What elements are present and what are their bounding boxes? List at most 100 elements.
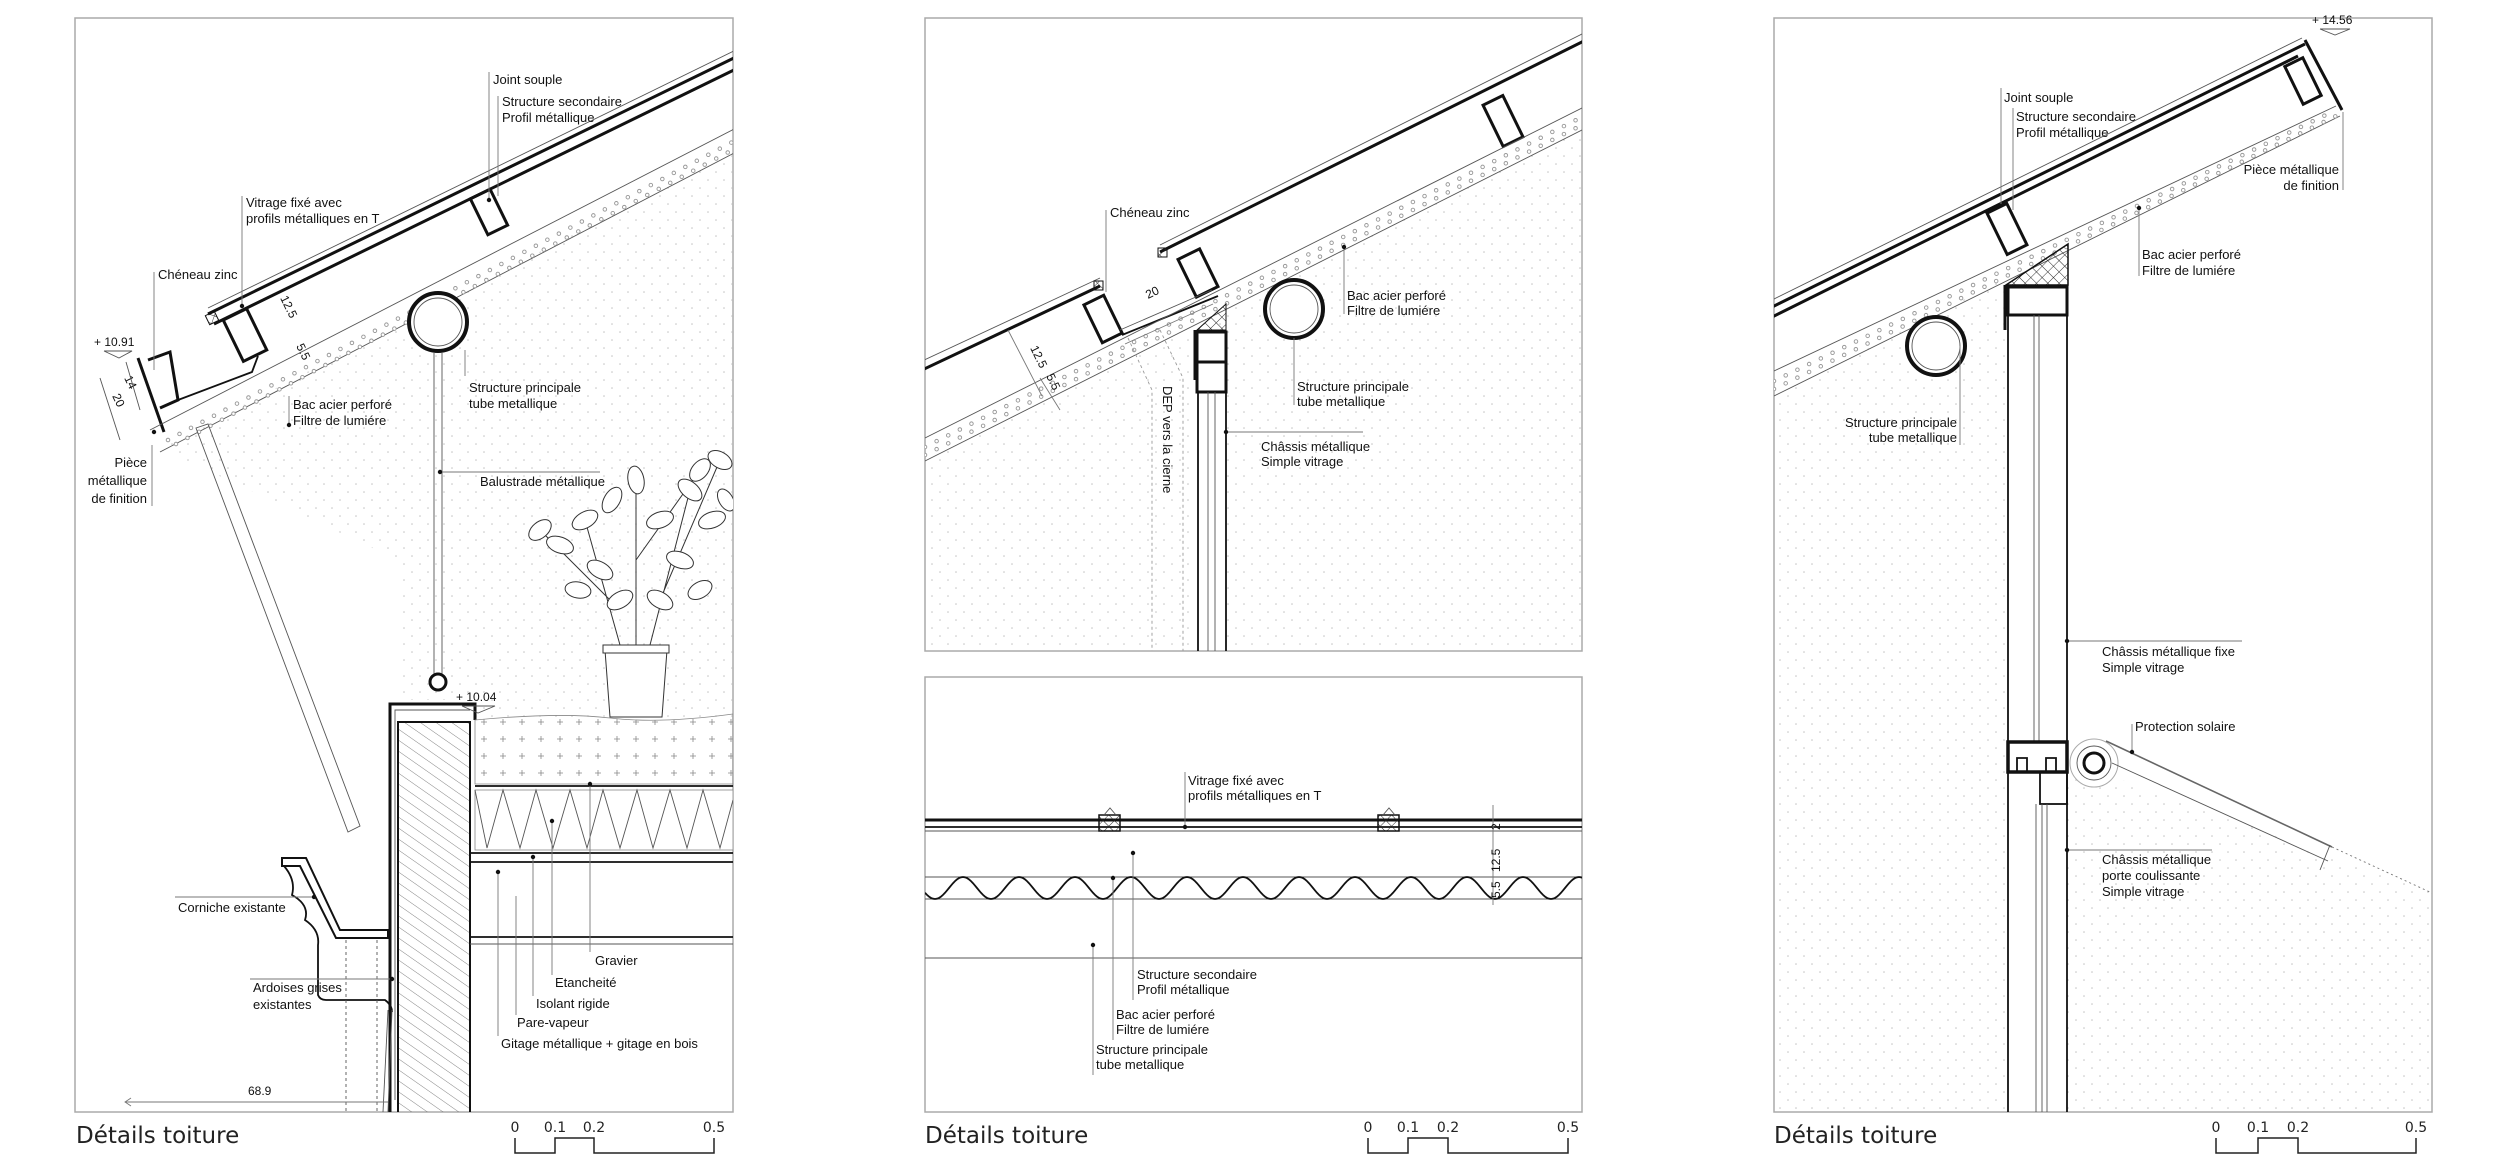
label-chassis-fixe: Châssis métallique fixe	[2102, 644, 2235, 659]
perforated-steel-band	[165, 139, 733, 443]
label-vitrage: Vitrage fixé avec	[1188, 773, 1284, 788]
elevation-marker: + 10.04	[456, 690, 497, 704]
existing-slates	[382, 1009, 389, 1112]
secondary-structure-profile	[468, 187, 510, 237]
insulation-wedge	[2003, 242, 2069, 286]
cornice-flashing	[281, 857, 389, 939]
label-corniche: Corniche existante	[178, 900, 286, 915]
dimension: 5.5	[1489, 881, 1503, 898]
finishing-piece	[2303, 39, 2344, 111]
label-piece-metallique: métallique	[88, 473, 147, 488]
dimension: 12.5	[1489, 848, 1503, 872]
label-bac-acier: Bac acier perforé	[2142, 247, 2241, 262]
label-protection-solaire: Protection solaire	[2135, 719, 2235, 734]
label-profil-metallique: Profil métallique	[2016, 125, 2109, 140]
label-porte-coulissante: porte coulissante	[2102, 868, 2200, 883]
sun-protection-roller	[2069, 738, 2119, 788]
scale-label: 0.1	[544, 1120, 566, 1136]
roof-glazing-outer	[207, 56, 733, 316]
window-transom	[2006, 740, 2069, 774]
main-structure-tube	[1905, 315, 1967, 377]
roof-glazing-inner	[1774, 54, 2299, 318]
label-tube-metallique: tube metallique	[469, 396, 557, 411]
scale-bar: 0 0.1 0.2 0.5	[511, 1120, 725, 1154]
label-chassis-metallique: Châssis métallique	[1261, 439, 1370, 454]
zinc-gutter	[1121, 295, 1219, 336]
interior-fill	[160, 152, 733, 717]
sun-blind	[2105, 740, 2333, 848]
scale-label: 0.5	[2405, 1120, 2427, 1136]
label-de-finition: de finition	[2283, 178, 2339, 193]
dimension: 68.9	[248, 1084, 272, 1098]
inclined-post	[195, 423, 361, 833]
label-vitrage: Vitrage fixé avec	[246, 195, 342, 210]
label-joint-souple: Joint souple	[493, 72, 562, 87]
label-bac-acier: Bac acier perforé	[1347, 288, 1446, 303]
label-vitrage-profils: profils métalliques en T	[1188, 788, 1321, 803]
scale-label: 0.1	[2247, 1120, 2269, 1136]
scale-label: 0.5	[1557, 1120, 1579, 1136]
t-profile	[1098, 807, 1121, 832]
finishing-piece	[136, 357, 166, 433]
panel-title: Détails toiture	[925, 1123, 1088, 1149]
dimension: 12.5	[277, 293, 300, 320]
secondary-structure-profile	[2282, 55, 2324, 107]
label-cheneau-zinc: Chéneau zinc	[1110, 205, 1190, 220]
secondary-structure-profile	[1176, 246, 1220, 300]
label-tube-metallique: tube metallique	[1869, 430, 1957, 445]
dimension: 12.5	[1027, 343, 1050, 370]
panel-frame	[924, 676, 1583, 1113]
scale-label: 0.2	[583, 1120, 605, 1136]
label-joint-souple: Joint souple	[2004, 90, 2073, 105]
dimension: 14	[121, 373, 140, 391]
fixed-window-frame	[2007, 315, 2068, 1112]
gutter-profile	[221, 306, 269, 364]
label-structure-secondaire: Structure secondaire	[502, 94, 622, 109]
label-isolant: Isolant rigide	[536, 996, 610, 1011]
label-simple-vitrage: Simple vitrage	[2102, 884, 2184, 899]
scale-label: 0	[511, 1120, 520, 1136]
scale-label: 0.2	[2287, 1120, 2309, 1136]
t-profile	[204, 310, 220, 326]
dimension: 2	[1489, 823, 1503, 830]
roof-glazing-left	[925, 284, 1101, 371]
scale-label: 0	[1364, 1120, 1373, 1136]
label-filtre-lumiere: Filtre de lumiére	[1347, 303, 1440, 318]
label-filtre-lumiere: Filtre de lumiére	[293, 413, 386, 428]
label-bac-acier: Bac acier perforé	[1116, 1007, 1215, 1022]
label-cheneau-zinc: Chéneau zinc	[158, 267, 238, 282]
scale-label: 0.2	[1437, 1120, 1459, 1136]
elevation-marker: + 14.56	[2312, 13, 2353, 27]
plant-illustration	[528, 450, 733, 718]
label-chassis-porte: Châssis métallique	[2102, 852, 2211, 867]
scale-label: 0	[2212, 1120, 2221, 1136]
panel-title: Détails toiture	[76, 1123, 239, 1149]
sliding-door-head	[2039, 771, 2068, 805]
label-etancheite: Etancheité	[555, 975, 616, 990]
label-structure-principale: Structure principale	[1297, 379, 1409, 394]
dimension: 5.5	[293, 341, 313, 362]
zinc-gutter	[177, 355, 259, 401]
label-piece: Pièce	[114, 455, 147, 470]
label-structure-principale: Structure principale	[1096, 1042, 1208, 1057]
downpipe-outline	[1127, 337, 1153, 651]
panel-title: Détails toiture	[1774, 1123, 1937, 1149]
detail-panel-cross-section: Vitrage fixé avec profils métalliques en…	[924, 676, 1583, 1154]
label-ardoises: Ardoises grises	[253, 980, 342, 995]
dimension: 5.5	[1043, 371, 1063, 392]
label-simple-vitrage: Simple vitrage	[1261, 454, 1343, 469]
roof-glazing-right	[1159, 40, 1582, 254]
detail-panel-valley-gutter: Chéneau zinc 20 12.5 5.5 Bac acier perfo…	[924, 17, 1583, 652]
window-head-frame	[1195, 330, 1228, 364]
scale-bar: 0 0.1 0.2 0.5	[1364, 1120, 1579, 1154]
secondary-structure-profile	[1985, 201, 2029, 257]
label-gitage: Gitage métallique + gitage en bois	[501, 1036, 698, 1051]
label-dep-vers-cierne: DEP vers la cierne	[1160, 386, 1175, 493]
dimension: 20	[1143, 283, 1161, 302]
window-head-frame	[2006, 285, 2069, 317]
label-bac-acier: Bac acier perforé	[293, 397, 392, 412]
scale-label: 0.5	[703, 1120, 725, 1136]
elevation-marker: + 10.91	[94, 335, 135, 349]
label-filtre-lumiere: Filtre de lumiére	[2142, 263, 2235, 278]
main-structure-tube	[1263, 278, 1325, 340]
